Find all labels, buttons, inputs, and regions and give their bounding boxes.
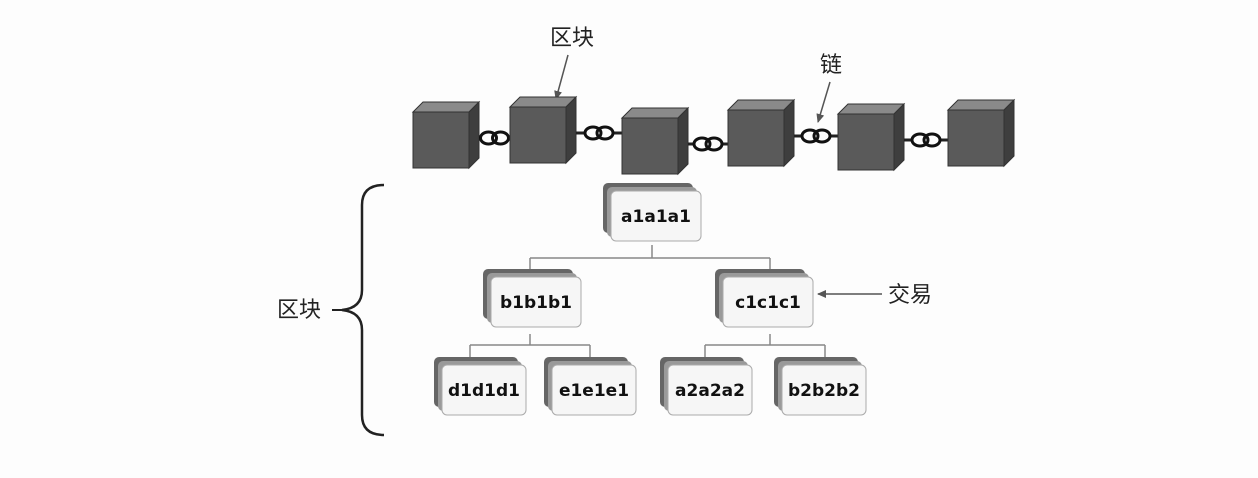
chain-link-icon <box>688 138 728 150</box>
block-cube <box>728 100 794 166</box>
block-cube <box>622 108 688 174</box>
left-brace <box>342 185 384 435</box>
tree-node-leaf: a2a2a2 <box>660 357 752 415</box>
node-label: a1a1a1 <box>621 207 691 227</box>
node-label: e1e1e1 <box>559 381 629 401</box>
node-label: d1d1d1 <box>448 381 520 401</box>
tree-node-leaf: d1d1d1 <box>434 357 526 415</box>
tree-node-level2: c1c1c1 <box>715 269 813 327</box>
chain-link-icon <box>794 130 838 142</box>
merkle-tree: a1a1a1 b1b1b1 c1c1c1 d1d1d1 e1e1e1 a2a2a2 b2b2… <box>434 183 866 415</box>
node-label: a2a2a2 <box>675 381 745 401</box>
block-chain <box>413 97 1014 174</box>
node-label: c1c1c1 <box>735 293 801 313</box>
chain-link-icon <box>479 132 510 144</box>
block-label-left: 区块 <box>277 298 321 323</box>
chain-link-icon <box>576 127 622 139</box>
block-cube <box>413 102 479 168</box>
block-cube <box>838 104 904 170</box>
tree-node-level2: b1b1b1 <box>483 269 581 327</box>
chain-link-icon <box>904 134 948 146</box>
tree-node-leaf: b2b2b2 <box>774 357 866 415</box>
block-label-top: 区块 <box>550 26 594 51</box>
chain-arrow <box>818 82 830 122</box>
block-cube <box>510 97 576 163</box>
transaction-label: 交易 <box>888 283 932 308</box>
tree-node-leaf: e1e1e1 <box>544 357 636 415</box>
node-label: b1b1b1 <box>500 293 572 313</box>
block-cube <box>948 100 1014 166</box>
block-arrow <box>556 55 568 99</box>
tree-node-root: a1a1a1 <box>603 183 701 241</box>
node-label: b2b2b2 <box>788 381 860 401</box>
chain-label: 链 <box>820 53 842 78</box>
